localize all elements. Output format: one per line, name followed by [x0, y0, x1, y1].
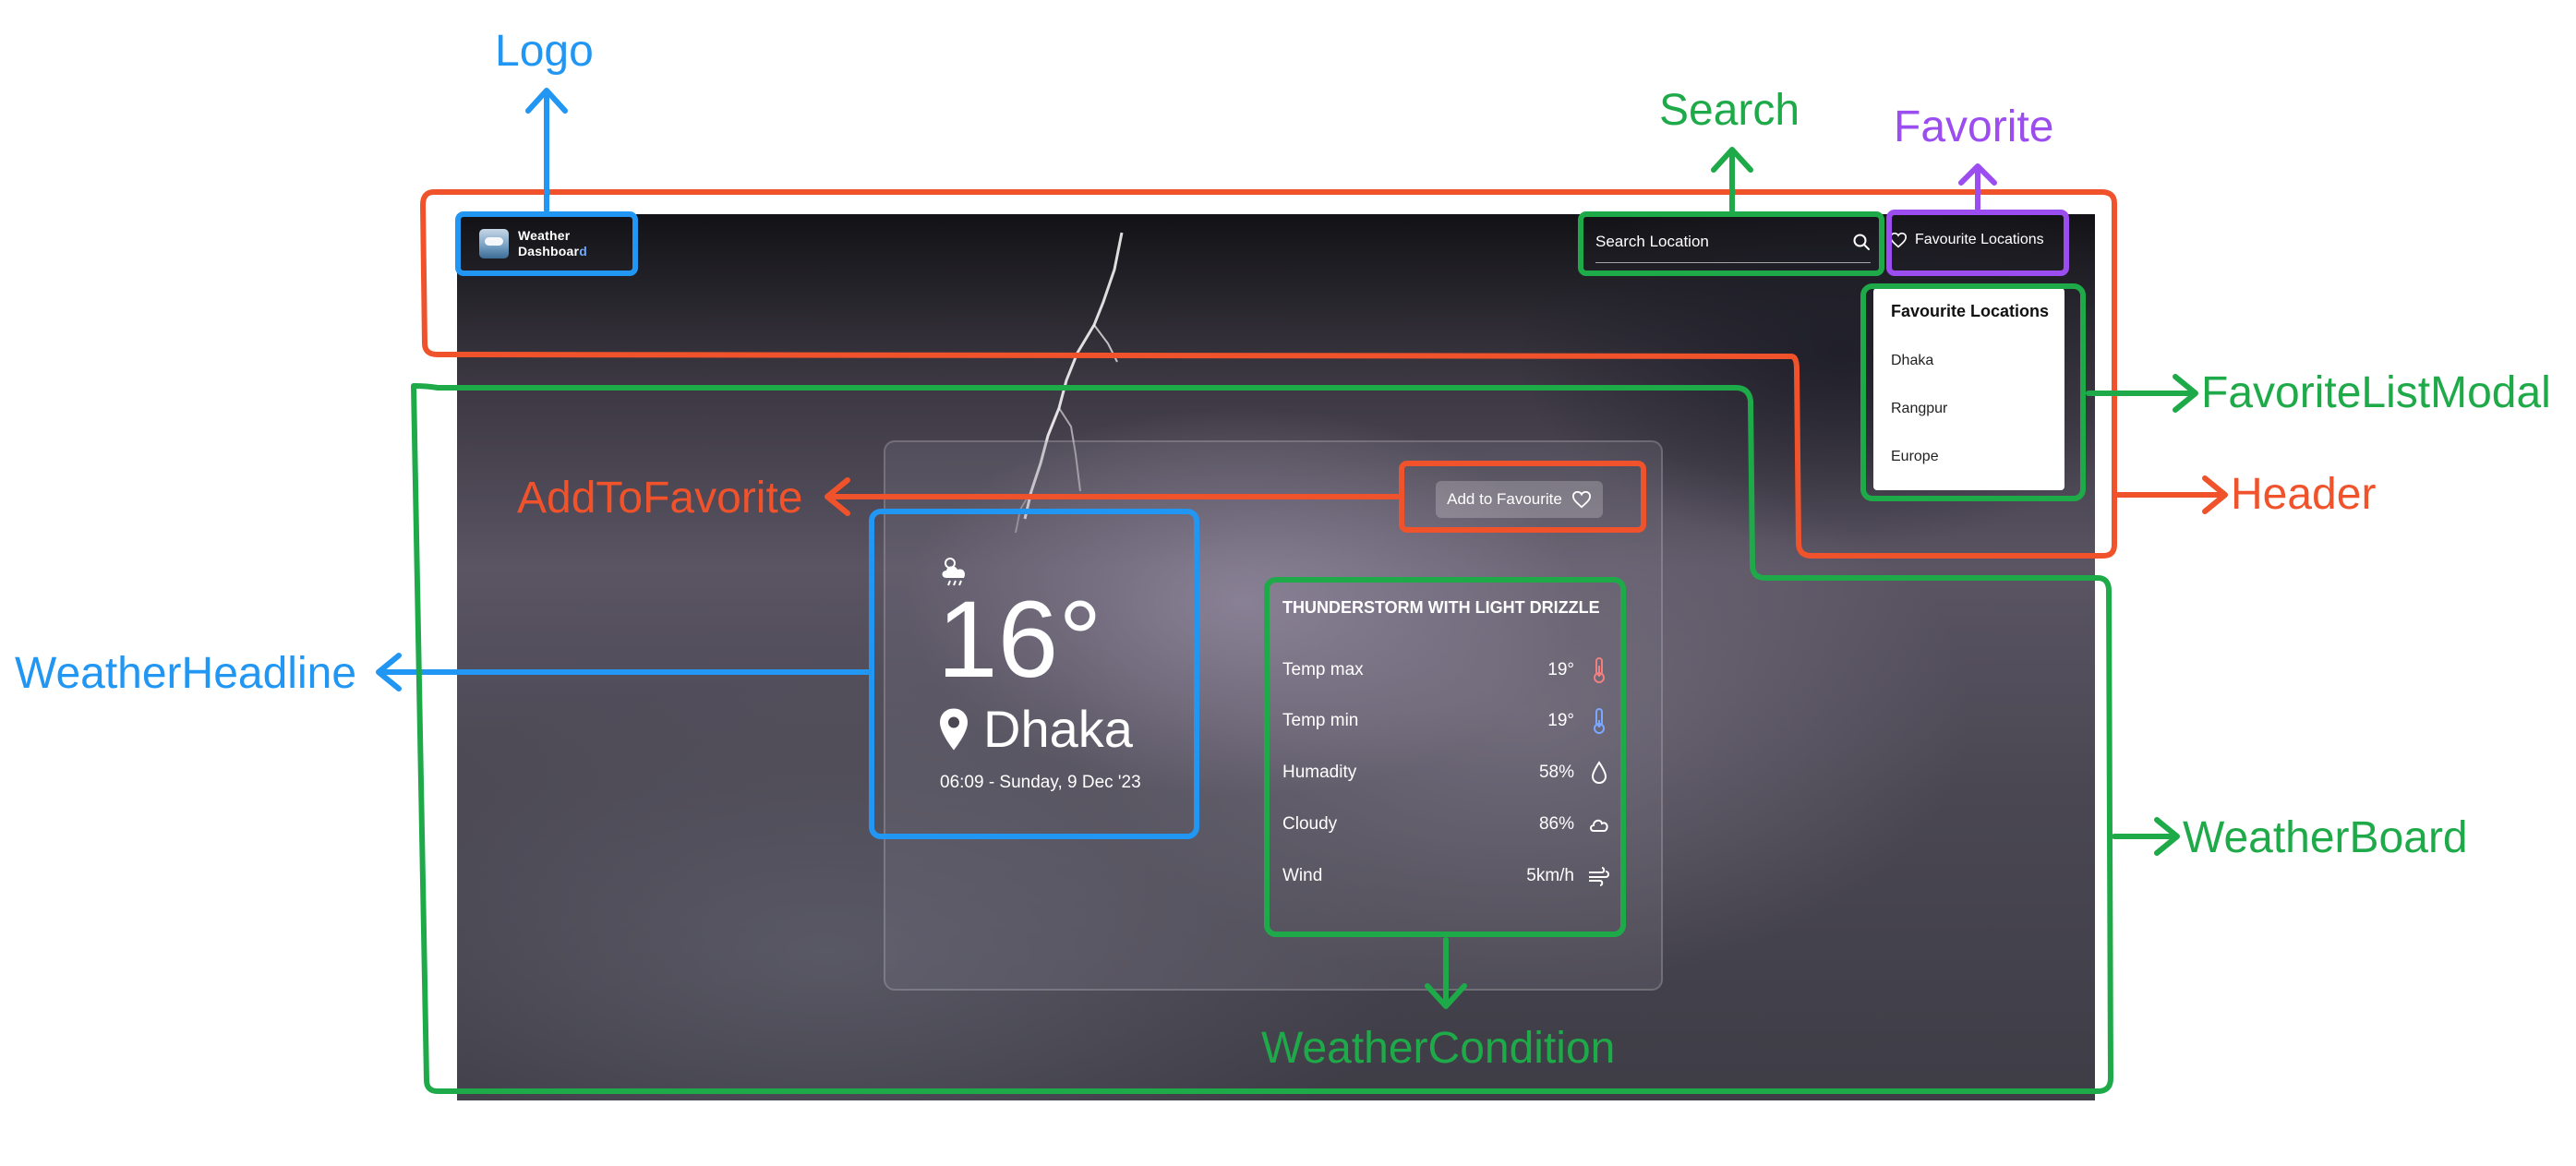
location-name: Dhaka — [983, 700, 1133, 758]
header-outline — [420, 189, 2117, 559]
condition-row-cloudy: Cloudy 86% — [1282, 811, 1611, 838]
condition-row-temp-max: Temp max 19° — [1282, 656, 1611, 684]
search-arrow — [1711, 147, 1753, 213]
condition-label: Humadity — [1282, 763, 1357, 782]
search-outline — [1578, 211, 1884, 276]
current-location: Dhaka — [937, 699, 1133, 760]
favorite-outline — [1886, 210, 2069, 276]
favorite-modal-arrow — [2086, 374, 2198, 413]
wind-icon — [1589, 867, 1609, 886]
weather-app-screenshot — [457, 214, 2095, 1100]
condition-value: 19° — [1547, 660, 1574, 679]
header-arrow — [2112, 475, 2228, 514]
current-temperature: 16° — [937, 579, 1102, 701]
logo-line-2-main: Dashboar — [518, 244, 580, 258]
condition-value: 58% — [1538, 763, 1574, 782]
search-box — [1595, 222, 1871, 263]
app-logo[interactable]: Weather Dashboard — [479, 222, 629, 265]
weather-condition-title: THUNDERSTORM WITH LIGHT DRIZZLE — [1282, 598, 1600, 617]
condition-row-temp-min: Temp min 19° — [1282, 707, 1611, 735]
annotation-label-weather-condition: WeatherCondition — [1261, 1024, 1616, 1073]
annotation-label-header: Header — [2231, 470, 2377, 519]
heart-icon — [1571, 490, 1591, 509]
weather-headline-arrow — [376, 653, 871, 691]
logo-line-1: Weather — [518, 228, 571, 243]
search-input[interactable] — [1595, 233, 1808, 251]
favourite-item-europe[interactable]: Europe — [1891, 449, 1939, 464]
favorite-arrow — [1958, 163, 1997, 211]
thunderstorm-cloud-icon — [942, 558, 966, 586]
cloud-icon — [1590, 819, 1608, 832]
add-to-favorite-outline — [1399, 461, 1646, 533]
logo-outline — [455, 211, 638, 276]
condition-label: Wind — [1282, 866, 1323, 885]
logo-arrow — [525, 88, 568, 213]
favourite-item-rangpur[interactable]: Rangpur — [1891, 401, 1948, 416]
weather-board-arrow — [2112, 817, 2180, 856]
droplet-icon — [1591, 761, 1607, 785]
annotation-label-search: Search — [1659, 86, 1800, 135]
annotation-label-weather-board: WeatherBoard — [2183, 813, 2468, 862]
condition-label: Cloudy — [1282, 814, 1338, 834]
add-to-favourite-label: Add to Favourite — [1447, 490, 1562, 508]
annotation-label-weather-headline: WeatherHeadline — [15, 649, 357, 698]
favourite-locations-label: Favourite Locations — [1915, 232, 2044, 247]
weather-condition-arrow — [1425, 937, 1467, 1009]
favourite-list-title: Favourite Locations — [1891, 302, 2050, 320]
date-time: 06:09 - Sunday, 9 Dec '23 — [940, 773, 1141, 792]
condition-label: Temp min — [1282, 711, 1359, 730]
thermometer-hot-icon — [1594, 657, 1605, 683]
favourite-item-dhaka[interactable]: Dhaka — [1891, 353, 1934, 368]
weather-logo-icon — [479, 229, 509, 258]
annotation-label-add-to-favorite: AddToFavorite — [517, 474, 803, 523]
logo-line-2: Dashboard — [518, 244, 587, 259]
weather-board-outline — [411, 383, 2113, 1094]
favorite-modal-outline — [1860, 283, 2086, 501]
thermometer-cold-icon — [1594, 708, 1605, 734]
condition-row-humidity: Humadity 58% — [1282, 759, 1611, 787]
condition-row-wind: Wind 5km/h — [1282, 862, 1611, 890]
weather-condition-outline — [1264, 577, 1626, 937]
condition-value: 5km/h — [1526, 866, 1574, 885]
weather-headline-outline — [869, 509, 1199, 839]
logo-line-2-accent: d — [579, 244, 587, 258]
annotation-label-favorite: Favorite — [1894, 102, 2054, 151]
add-to-favorite-arrow — [825, 477, 1401, 516]
location-pin-icon — [940, 708, 968, 751]
annotation-label-favorite-list-modal: FavoriteListModal — [2201, 368, 2551, 417]
annotation-label-logo: Logo — [495, 27, 594, 76]
logo-text: Weather Dashboard — [518, 228, 587, 259]
condition-value: 86% — [1538, 814, 1574, 834]
favourite-list-modal: Favourite Locations Dhaka Rangpur Europe — [1873, 288, 2064, 490]
condition-label: Temp max — [1282, 660, 1364, 679]
search-icon[interactable] — [1852, 233, 1871, 251]
condition-value: 19° — [1547, 711, 1574, 730]
add-to-favourite-button[interactable]: Add to Favourite — [1436, 481, 1603, 518]
